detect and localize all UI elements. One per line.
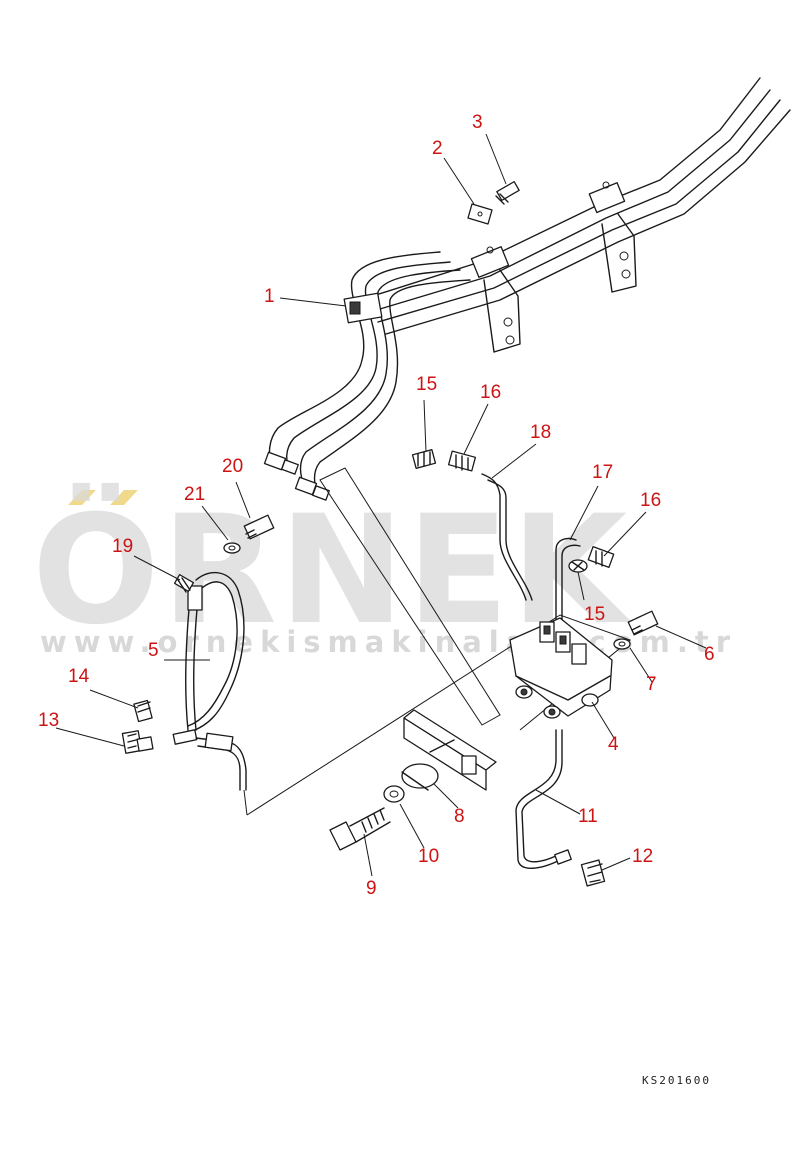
callout-9: 9: [366, 878, 377, 899]
callout-11: 11: [578, 806, 598, 827]
callout-21: 21: [184, 484, 205, 505]
callout-6: 6: [704, 644, 715, 665]
callout-20: 20: [222, 456, 243, 477]
watermark-brand: ÖRNEK: [32, 482, 632, 658]
bolt-part-20: [243, 514, 275, 540]
plate-part-2: [467, 203, 493, 225]
bolt-part-3: [495, 181, 520, 205]
callout-18: 18: [530, 422, 551, 443]
drawing-code: KS201600: [642, 1074, 711, 1087]
callout-3: 3: [472, 112, 483, 133]
callout-8: 8: [454, 806, 465, 827]
tube-part-11: [515, 729, 572, 869]
elbow-part-13: [121, 730, 154, 754]
distributor-part-4: [509, 617, 613, 719]
callout-13: 13: [38, 710, 59, 731]
tube-part-18: [481, 473, 533, 601]
callout-19: 19: [112, 536, 133, 557]
leader-lines: [55, 133, 707, 877]
hose-assembly-part-1: [263, 251, 471, 501]
callout-4: 4: [608, 734, 619, 755]
elbow-part-12: [580, 859, 606, 887]
watermark-accent-left: [68, 490, 96, 505]
callout-15a: 15: [416, 374, 437, 395]
fitting-part-15b: [568, 559, 588, 573]
callout-16a: 16: [480, 382, 501, 403]
callout-7: 7: [646, 674, 657, 695]
tube-part-17: [555, 537, 581, 621]
watermark: ÖRNEK www.ornekismakinalari.com.tr: [32, 482, 730, 659]
callout-labels: 3 2 1 15 16 18 20 17 21 16 19 15 5 6 14 …: [38, 112, 715, 899]
fitting-part-15a: [411, 449, 437, 469]
frame-rail: [359, 77, 791, 353]
fitting-part-16b: [587, 546, 615, 568]
bracket-part-8: [401, 709, 497, 791]
watermark-accent-right: [110, 490, 138, 505]
callout-17: 17: [592, 462, 613, 483]
bolt-part-9: [329, 807, 391, 851]
callout-12: 12: [632, 846, 653, 867]
washer-part-21: [223, 542, 241, 554]
fitting-part-16a: [447, 450, 477, 472]
callout-2: 2: [432, 138, 443, 159]
callout-1: 1: [264, 286, 275, 307]
callout-14: 14: [68, 666, 90, 687]
callout-16b: 16: [640, 490, 661, 511]
washer-part-7: [613, 638, 631, 650]
callout-5: 5: [148, 640, 159, 661]
hose-part-5: [172, 571, 247, 791]
washer-part-10: [383, 785, 405, 803]
bolt-part-6: [627, 610, 659, 636]
elbow-part-14: [133, 699, 153, 723]
callout-10: 10: [418, 846, 439, 867]
callout-15b: 15: [584, 604, 605, 625]
